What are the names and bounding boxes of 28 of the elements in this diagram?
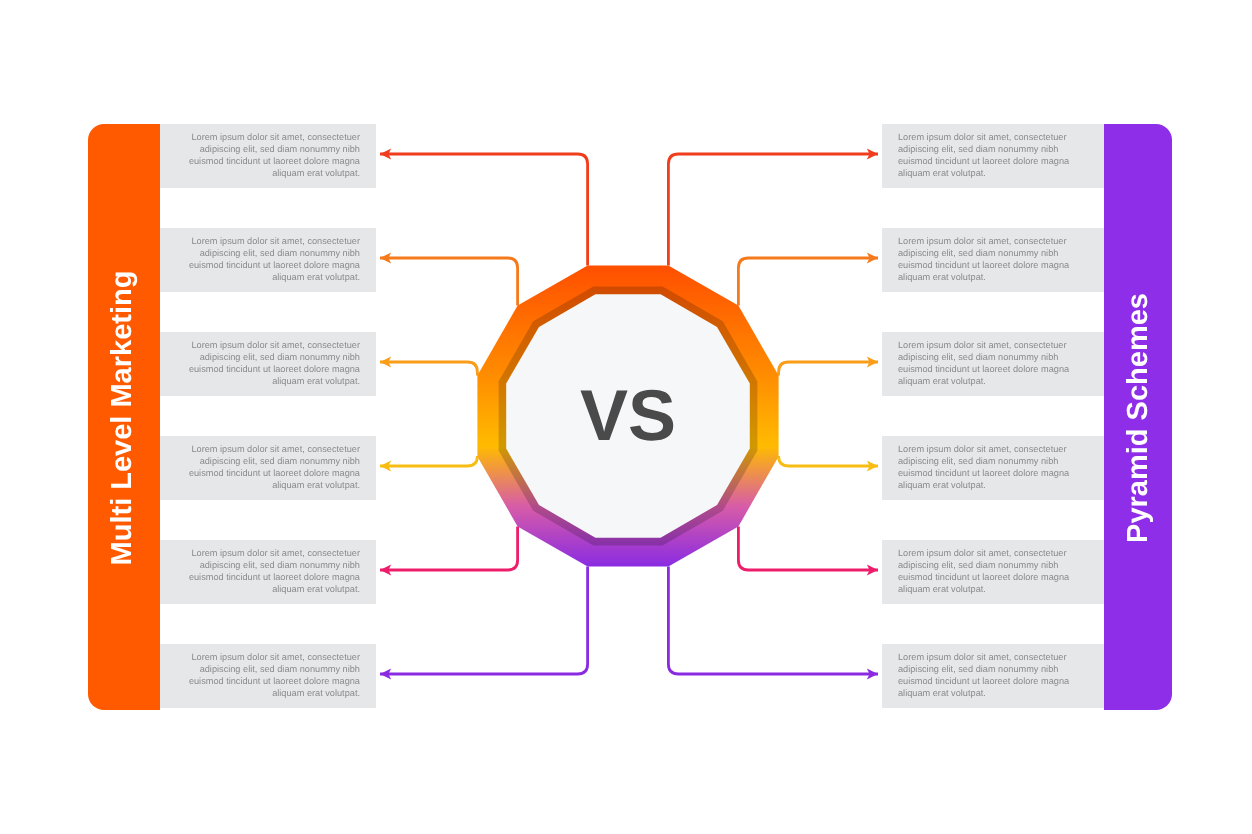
vs-dodecagon — [472, 260, 784, 572]
arrow — [380, 566, 589, 680]
arrow — [380, 252, 519, 306]
text-panel — [160, 124, 376, 188]
text-panel — [882, 332, 1104, 396]
banner-title: Pyramid Schemes — [1122, 292, 1154, 542]
arrow — [380, 526, 519, 576]
text-panel — [882, 436, 1104, 500]
arrow — [380, 356, 479, 376]
text-panel — [882, 124, 1104, 188]
text-panel — [882, 644, 1104, 708]
arrow — [737, 526, 878, 576]
side-banner — [1104, 124, 1172, 710]
text-panel — [160, 228, 376, 292]
text-panel — [160, 644, 376, 708]
arrow — [667, 566, 878, 680]
text-panel — [160, 540, 376, 604]
vs-label: VS — [577, 376, 679, 456]
arrow — [380, 148, 589, 266]
banner-title: Multi Level Marketing — [108, 269, 140, 565]
text-panel — [160, 436, 376, 500]
side-banner — [88, 124, 160, 710]
arrow — [777, 356, 878, 376]
arrow — [667, 148, 878, 266]
text-panel — [160, 332, 376, 396]
text-panel — [882, 540, 1104, 604]
arrow — [737, 252, 878, 306]
text-panel — [882, 228, 1104, 292]
